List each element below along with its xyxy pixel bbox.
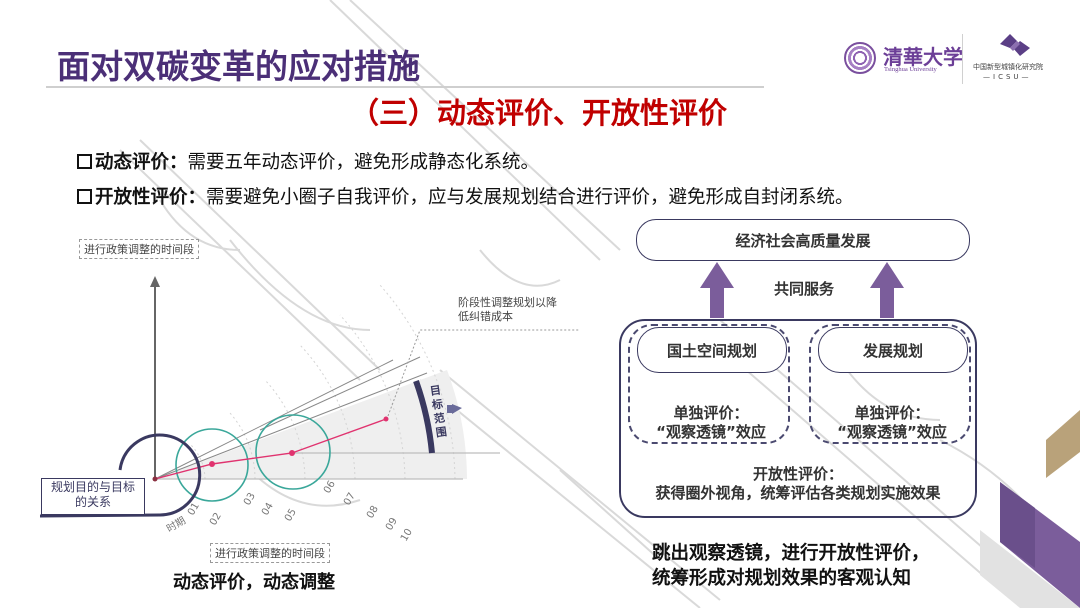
open-evaluation-text: 开放性评价： 获得圈外视角，统筹评估各类规划实施效果 <box>625 465 971 503</box>
high-quality-development-pill: 经济社会高质量发展 <box>636 219 970 261</box>
service-arrows <box>700 262 904 318</box>
bullet-key: 动态评价： <box>95 152 188 173</box>
note-stage-adjustment: 阶段性调整规划以降 低纠错成本 <box>458 296 557 324</box>
single-eval-title: 单独评价： <box>673 404 749 422</box>
checkbox-square-icon <box>77 189 92 204</box>
bullet-open-evaluation: 开放性评价：需要避免小圈子自我评价，应与发展规划结合进行评价，避免形成自封闭系统… <box>77 183 854 209</box>
tsinghua-seal-icon <box>844 42 876 74</box>
logo-area: 清華大学 Tsinghua University 中国新型城镇化研究院 —ICS… <box>840 32 1070 84</box>
left-single-evaluation: 单独评价： “观察透镜”效应 <box>638 404 784 442</box>
open-eval-desc: 获得圈外视角，统筹评估各类规划实施效果 <box>655 484 941 502</box>
bullet-dynamic-evaluation: 动态评价：需要五年动态评价，避免形成静态化系统。 <box>77 148 539 174</box>
relation-label-line: 的关系 <box>74 495 111 509</box>
bottom-time-tag: 进行政策调整的时间段 <box>210 543 330 563</box>
icsu-logo-icon <box>1000 34 1030 56</box>
dynamic-evaluation-diagram <box>39 276 580 518</box>
caption-line: 统筹形成对规划效果的客观认知 <box>652 568 912 589</box>
section-title: （三）动态评价、开放性评价 <box>350 96 728 130</box>
single-eval-text: “观察透镜”效应 <box>656 423 766 441</box>
development-plan-pill: 发展规划 <box>818 327 968 373</box>
open-eval-title: 开放性评价： <box>752 465 843 483</box>
plans-container <box>619 319 977 518</box>
caption-line: 跳出观察透镜，进行开放性评价， <box>652 543 930 564</box>
icsu-logo-chinese: 中国新型城镇化研究院 <box>973 63 1043 71</box>
pill-label: 国土空间规划 <box>666 341 757 360</box>
top-time-tag: 进行政策调整的时间段 <box>79 239 199 259</box>
checkbox-square-icon <box>77 154 92 169</box>
left-caption: 动态评价，动态调整 <box>173 572 335 593</box>
single-eval-title: 单独评价： <box>854 404 930 422</box>
tsinghua-logo-text: 清華大学 <box>883 45 963 69</box>
icsu-logo-english: —ICSU— <box>983 73 1032 81</box>
bullet-text: 需要五年动态评价，避免形成静态化系统。 <box>187 152 540 173</box>
right-plan-dashed-group <box>809 324 971 444</box>
pill-label: 经济社会高质量发展 <box>735 231 871 250</box>
single-eval-text: “观察透镜”效应 <box>837 423 947 441</box>
territorial-spatial-plan-pill: 国土空间规划 <box>637 327 787 373</box>
title-divider <box>46 86 764 88</box>
relation-label-line: 规划目的与目标 <box>50 480 135 494</box>
bullet-key: 开放性评价： <box>95 187 207 208</box>
right-single-evaluation: 单独评价： “观察透镜”效应 <box>819 404 965 442</box>
logo-divider <box>962 34 963 84</box>
arrow-up-icon <box>700 262 734 318</box>
corner-decoration <box>980 410 1080 608</box>
bullet-text: 需要避免小圈子自我评价，应与发展规划结合进行评价，避免形成自封闭系统。 <box>206 187 854 208</box>
page-title: 面对双碳变革的应对措施 <box>57 47 420 86</box>
common-service-label: 共同服务 <box>773 280 834 298</box>
tsinghua-logo-english: Tsinghua University <box>884 66 937 73</box>
right-caption: 跳出观察透镜，进行开放性评价， 统筹形成对规划效果的客观认知 <box>652 541 930 591</box>
note-line: 低纠错成本 <box>458 310 513 323</box>
pill-label: 发展规划 <box>862 341 923 360</box>
left-plan-dashed-group <box>628 324 790 444</box>
arrow-up-icon <box>870 262 904 318</box>
relation-label-box: 规划目的与目标 的关系 <box>41 478 145 515</box>
note-line: 阶段性调整规划以降 <box>458 296 557 309</box>
